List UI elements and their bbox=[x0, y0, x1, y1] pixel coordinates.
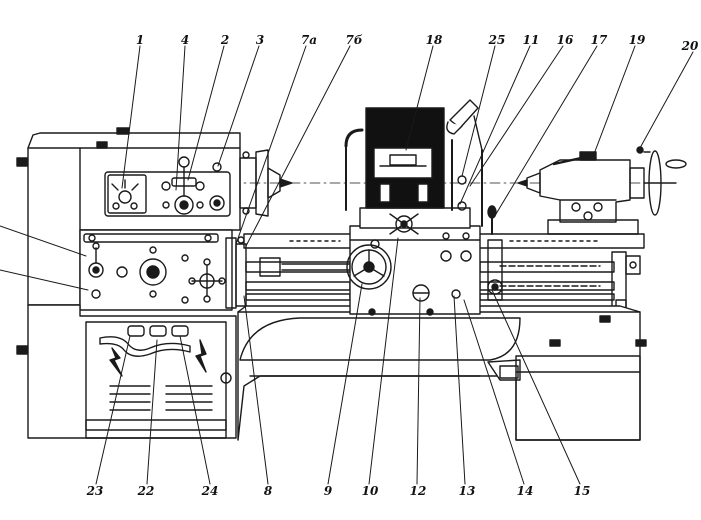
callout-8: 8 bbox=[263, 484, 273, 498]
callout-16: 16 bbox=[556, 33, 574, 47]
callout-9: 9 bbox=[323, 484, 333, 498]
callout-4: 4 bbox=[180, 33, 190, 47]
callout-7b: 7б bbox=[345, 33, 363, 47]
carriage-apron bbox=[344, 99, 503, 316]
callout-1: 1 bbox=[135, 33, 145, 47]
callout-19: 19 bbox=[628, 33, 646, 47]
callout-7a: 7a bbox=[300, 33, 318, 47]
callout-23: 23 bbox=[86, 484, 104, 498]
headstock bbox=[16, 127, 293, 355]
callout-18: 18 bbox=[425, 33, 443, 47]
callout-20: 20 bbox=[681, 39, 699, 53]
bed-and-rods bbox=[27, 233, 647, 441]
tailstock bbox=[517, 146, 687, 235]
feed-gearbox bbox=[79, 229, 247, 311]
callout-14: 14 bbox=[516, 484, 534, 498]
callout-24: 24 bbox=[201, 484, 219, 498]
callout-2: 2 bbox=[220, 33, 230, 47]
callout-13: 13 bbox=[458, 484, 476, 498]
callout-3: 3 bbox=[255, 33, 265, 47]
callout-17: 17 bbox=[590, 33, 608, 47]
leader-lines bbox=[0, 45, 694, 485]
callout-12: 12 bbox=[409, 484, 427, 498]
callout-25: 25 bbox=[488, 33, 506, 47]
callout-22: 22 bbox=[137, 484, 155, 498]
callout-10: 10 bbox=[361, 484, 379, 498]
callout-11: 11 bbox=[522, 33, 540, 47]
callout-15: 15 bbox=[573, 484, 591, 498]
